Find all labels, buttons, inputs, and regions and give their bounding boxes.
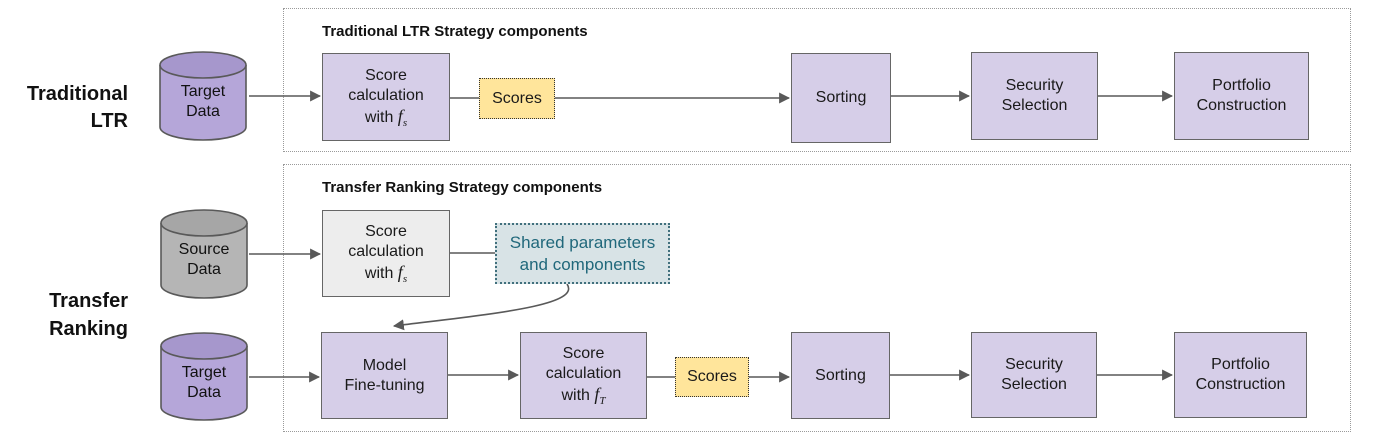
container-transfer-ranking [283,164,1351,432]
database-cylinder-icon [160,209,248,299]
cylinder-label-line1: Source [178,241,230,258]
node-label-line2: calculation [348,86,424,104]
row-label-traditional-line2: LTR [90,110,128,132]
cylinder-label: Source Data [159,208,249,300]
node-shared-parameters: Shared parameters and components [495,223,670,284]
container-traditional-ltr [283,8,1351,152]
node-label-line1: Portfolio [1212,77,1271,94]
row-label-traditional-line1: Traditional [26,83,128,105]
row-label-traditional-ltr: Traditional LTR [0,81,128,135]
node-label-line2: Construction [1195,376,1286,393]
target-data-cylinder-traditional: Target Data [158,50,248,142]
cylinder-label-line1: Target [180,83,226,100]
node-portfolio-construction-traditional: Portfolio Construction [1174,52,1309,140]
node-label-line1: Portfolio [1211,356,1270,373]
source-data-cylinder-transfer: Source Data [159,208,249,300]
node-label-line2: Construction [1196,97,1287,114]
node-label-line1: Score [562,345,605,362]
node-sorting-traditional: Sorting [791,53,891,143]
node-portfolio-construction-transfer: Portfolio Construction [1174,332,1307,418]
node-scores-traditional: Scores [479,78,555,119]
target-data-cylinder-transfer: Target Data [159,331,249,422]
row-label-transfer-ranking: Transfer Ranking [0,287,128,343]
node-scores-transfer: Scores [675,357,749,397]
node-label-line1: Score [365,66,407,84]
node-label: Scores [492,89,542,107]
formula-subscript: T [599,395,606,407]
database-cylinder-icon [160,332,248,421]
database-cylinder-icon [159,51,247,141]
container-title-transfer: Transfer Ranking Strategy components [322,179,603,196]
node-label-line2: Selection [1001,97,1068,114]
cylinder-label-line1: Target [181,363,227,381]
node-label-formula: with fs [365,106,407,129]
cylinder-label: Target Data [158,50,248,142]
node-security-selection-transfer: Security Selection [971,332,1097,418]
node-score-calculation-fs-traditional: Score calculation with fs [322,53,450,141]
node-label-line2: calculation [348,243,424,260]
node-label: Scores [687,368,737,385]
node-label: Sorting [815,366,866,384]
node-label-line1: Model [362,356,407,374]
cylinder-label: Target Data [159,331,249,422]
node-score-calculation-ft-transfer: Score calculation with fT [520,332,647,419]
formula-subscript: s [402,273,408,285]
formula-prefix: with [364,108,398,126]
node-model-fine-tuning: Model Fine-tuning [321,332,448,419]
formula-prefix: with [364,265,398,282]
node-label: Sorting [815,89,867,106]
row-label-transfer-line1: Transfer [49,290,128,312]
node-security-selection-traditional: Security Selection [971,52,1098,140]
node-label-formula: with fs [365,262,407,285]
formula-prefix: with [561,387,595,404]
formula-symbol: f [594,384,600,404]
node-label-line1: Score [365,223,407,240]
node-label-line2: calculation [545,365,622,382]
formula-symbol: f [397,262,403,282]
container-title-traditional: Traditional LTR Strategy components [322,23,588,40]
node-label-formula: with fT [561,384,605,407]
node-label-line2: and components [519,254,646,274]
cylinder-label-line2: Data [187,383,221,401]
node-label-line1: Security [1005,356,1063,373]
cylinder-label-line2: Data [187,261,221,278]
arrow-shared-to-finetuning [392,283,570,331]
row-label-transfer-line2: Ranking [49,318,128,340]
cylinder-label-line2: Data [186,103,220,120]
node-label-line2: Fine-tuning [344,376,425,394]
node-label-line1: Security [1005,77,1064,94]
node-score-calculation-fs-transfer: Score calculation with fs [322,210,450,297]
node-label-line2: Selection [1001,376,1067,393]
formula-subscript: s [402,116,408,129]
node-sorting-transfer: Sorting [791,332,890,419]
node-label-line1: Shared parameters [509,232,656,252]
formula-symbol: f [397,105,403,126]
